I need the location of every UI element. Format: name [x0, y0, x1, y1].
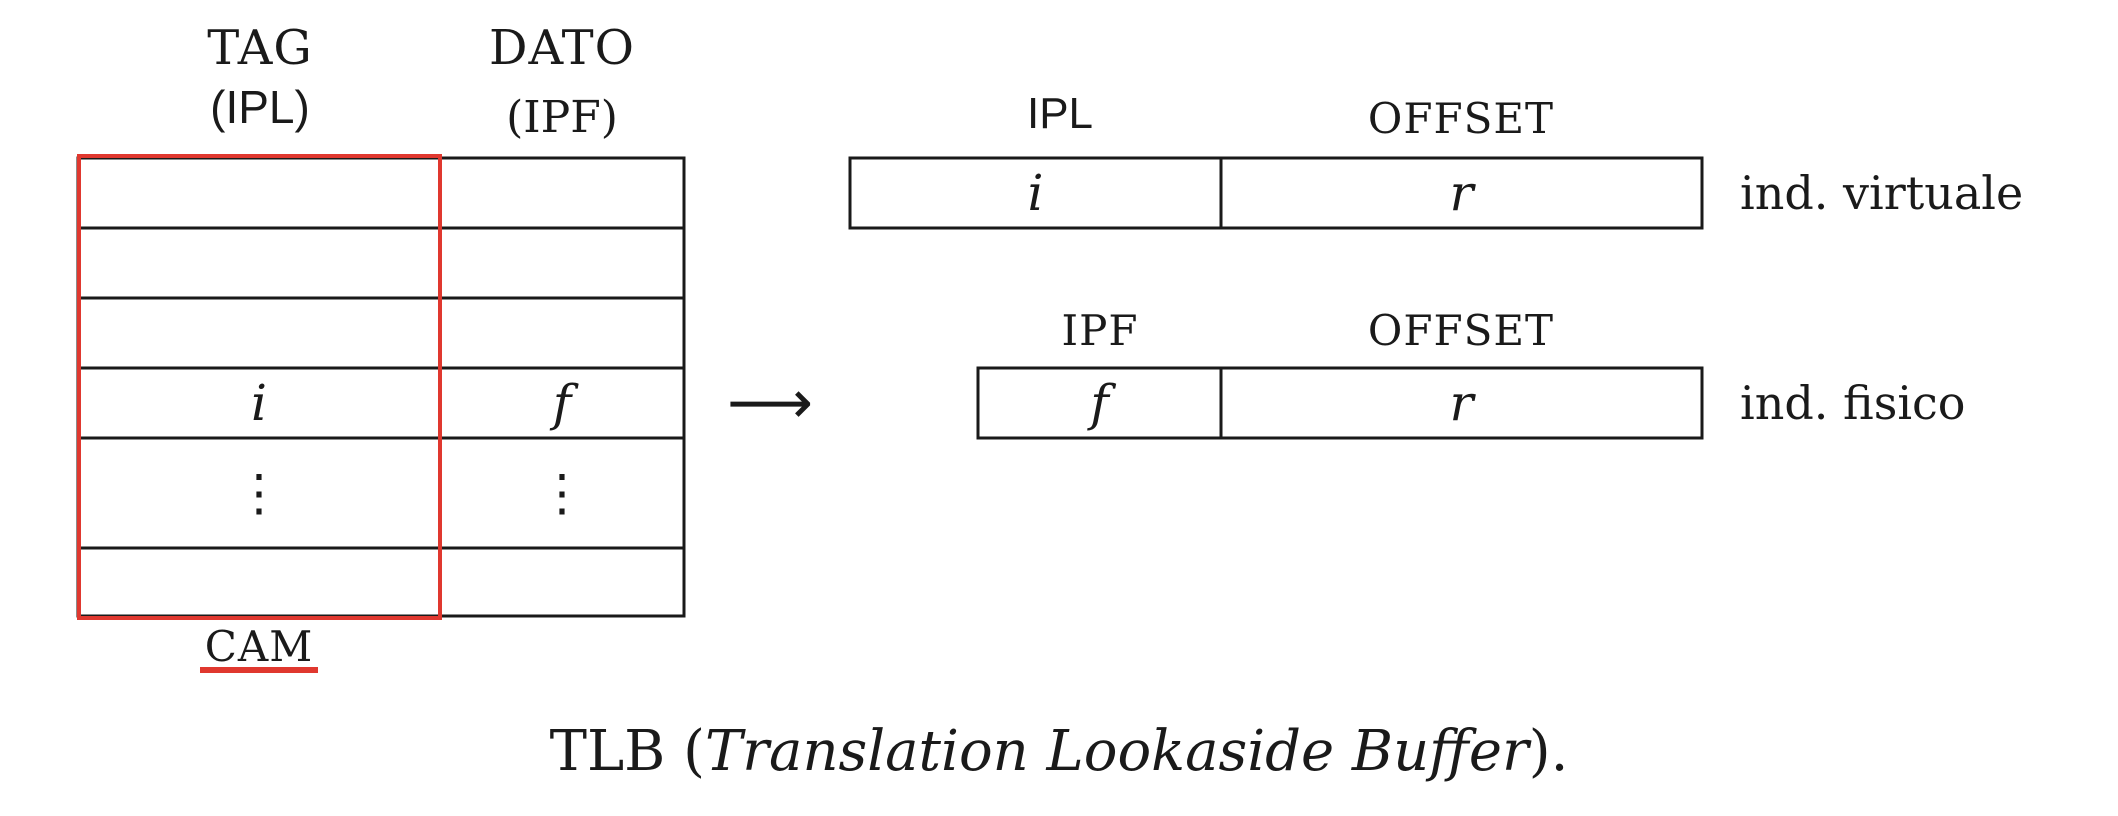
tlb-cell-dato: f [552, 374, 572, 432]
virtual-offset-value: r [1449, 164, 1474, 222]
physical-offset-value: r [1449, 374, 1474, 432]
cam-label: CAM [204, 622, 314, 671]
physical-address-label: ind. fisico [1740, 376, 1966, 430]
tlb-cell-tag-ellipsis: ⋮ [234, 464, 284, 522]
dato-header: DATO [489, 20, 635, 76]
physical-ipf-value: f [1090, 374, 1109, 432]
physical-offset-header: OFFSET [1367, 306, 1555, 355]
tag-subheader: (IPL) [210, 81, 310, 133]
figure-caption: TLB (Translation Lookaside Buffer). [0, 724, 2118, 780]
virtual-address-box [848, 156, 1704, 230]
translation-arrow: ⟶ [726, 368, 813, 438]
virtual-ipl-value: i [1027, 164, 1044, 222]
cam-highlight-box [77, 154, 442, 620]
physical-address-box [976, 366, 1704, 440]
caption-prefix: TLB ( [549, 719, 705, 784]
physical-ipf-header: IPF [1061, 306, 1139, 355]
caption-suffix: ). [1528, 719, 1569, 784]
tlb-cell-dato-ellipsis: ⋮ [537, 464, 587, 522]
virtual-address-label: ind. virtuale [1740, 166, 2024, 220]
caption-italic: Translation Lookaside Buffer [704, 719, 1529, 784]
virtual-ipl-header: IPL [1026, 89, 1094, 138]
tlb-cell-tag: i [251, 374, 267, 432]
virtual-offset-header: OFFSET [1367, 94, 1555, 143]
tag-header: TAG [207, 20, 313, 76]
dato-subheader: (IPF) [506, 92, 618, 143]
